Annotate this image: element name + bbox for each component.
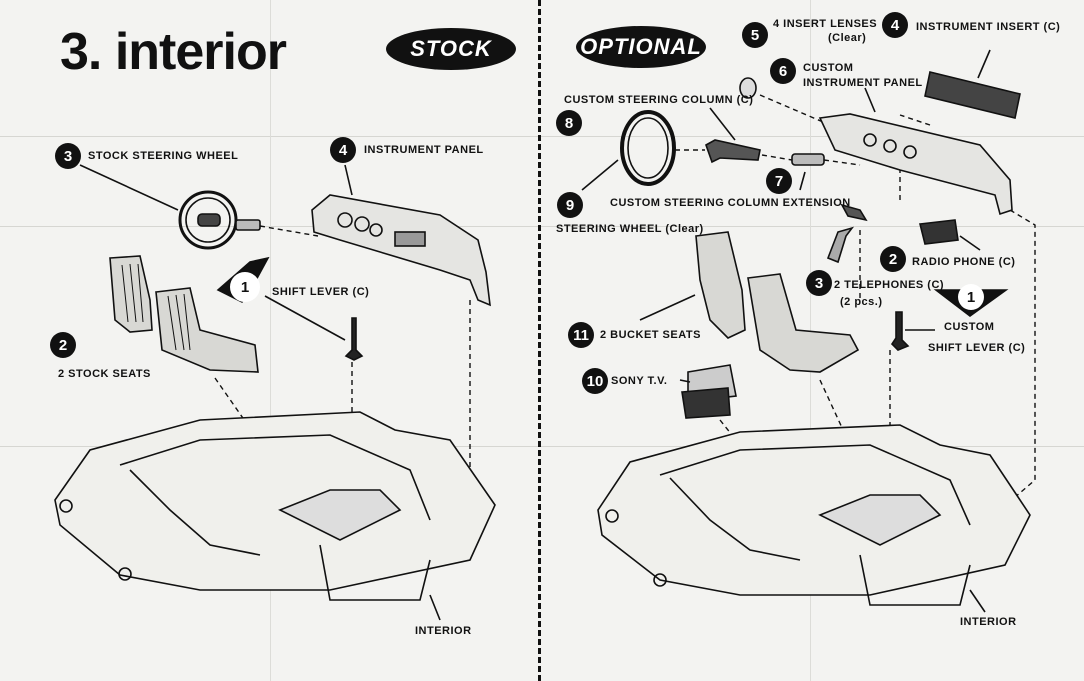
instrument-insert-drawing [924, 71, 1021, 119]
part-number-badge: 5 [742, 22, 768, 48]
steering-column-drawing [705, 139, 761, 164]
part-number-badge: 11 [568, 322, 594, 348]
part-label-stock-steering-wheel: STOCK STEERING WHEEL [88, 150, 239, 162]
custom-steering-wheel-drawing [620, 110, 676, 186]
insert-lens-drawing [739, 77, 757, 99]
part-number-badge: 10 [582, 368, 608, 394]
part-label-custom-steering-column: CUSTOM STEERING COLUMN (C) [564, 94, 754, 106]
part-number-badge: 2 [880, 246, 906, 272]
part-number-badge: 6 [770, 58, 796, 84]
bucket-seat-drawing [747, 273, 860, 373]
interior-tub-drawing [54, 411, 496, 591]
part-label-custom: CUSTOM [803, 62, 854, 74]
part-label-shift-lever: SHIFT LEVER (C) [272, 286, 370, 298]
interior-label: INTERIOR [415, 625, 472, 637]
part-label-steering-wheel-clear: STEERING WHEEL (Clear) [556, 223, 704, 235]
part-number-badge: 9 [557, 192, 583, 218]
part-number-badge: 1 [958, 284, 984, 310]
part-number-badge: 1 [230, 272, 260, 302]
part-label-column-extension: CUSTOM STEERING COLUMN EXTENSION [610, 197, 851, 209]
stock-badge: STOCK [386, 28, 516, 70]
instrument-panel-drawing [311, 194, 491, 307]
column-extension-drawing [791, 153, 825, 166]
paper-fold [0, 226, 1084, 227]
part-label-radio-phone: RADIO PHONE (C) [912, 256, 1016, 268]
part-number-badge: 3 [55, 143, 81, 169]
part-number-badge: 3 [806, 270, 832, 296]
part-label-instrument-panel: INSTRUMENT PANEL [364, 144, 484, 156]
custom-shift-lever-drawing [890, 311, 910, 351]
part-number-badge: 4 [330, 137, 356, 163]
part-sublabel-shift-lever: SHIFT LEVER (C) [928, 342, 1026, 354]
stock-seat-drawing [109, 255, 153, 333]
paper-fold [0, 136, 1084, 137]
stock-seat-drawing [155, 287, 259, 373]
paper-fold [270, 0, 271, 681]
part-sublabel-instrument-panel: INSTRUMENT PANEL [803, 77, 923, 89]
part-label-telephones: 2 TELEPHONES (C) [834, 279, 945, 291]
part-label-insert-lenses: 4 INSERT LENSES [773, 18, 878, 30]
part-label-instrument-insert: INSTRUMENT INSERT (C) [916, 21, 1061, 33]
radio-phone-drawing [919, 219, 959, 245]
part-number-badge: 7 [766, 168, 792, 194]
part-number-badge: 4 [882, 12, 908, 38]
part-label-sony-tv: SONY T.V. [611, 375, 668, 387]
bucket-seat-drawing [695, 231, 746, 339]
part-label-stock-seats: 2 STOCK SEATS [58, 368, 151, 380]
part-label-custom-shift: CUSTOM [944, 321, 995, 333]
optional-badge: OPTIONAL [576, 26, 706, 68]
center-divider [538, 0, 541, 681]
part-sublabel-clear: (Clear) [828, 32, 867, 44]
part-sublabel-two-pcs: (2 pcs.) [840, 296, 883, 308]
interior-tub-drawing [597, 424, 1031, 596]
part-label-bucket-seats: 2 BUCKET SEATS [600, 329, 701, 341]
telephone-drawing [826, 226, 855, 264]
shift-lever-drawing [344, 317, 364, 361]
part-number-badge: 2 [50, 332, 76, 358]
interior-label: INTERIOR [960, 616, 1017, 628]
page-title: 3. interior [60, 23, 287, 81]
part-number-badge: 8 [556, 110, 582, 136]
custom-instrument-panel-drawing [818, 113, 1013, 216]
paper-fold [0, 446, 1084, 447]
